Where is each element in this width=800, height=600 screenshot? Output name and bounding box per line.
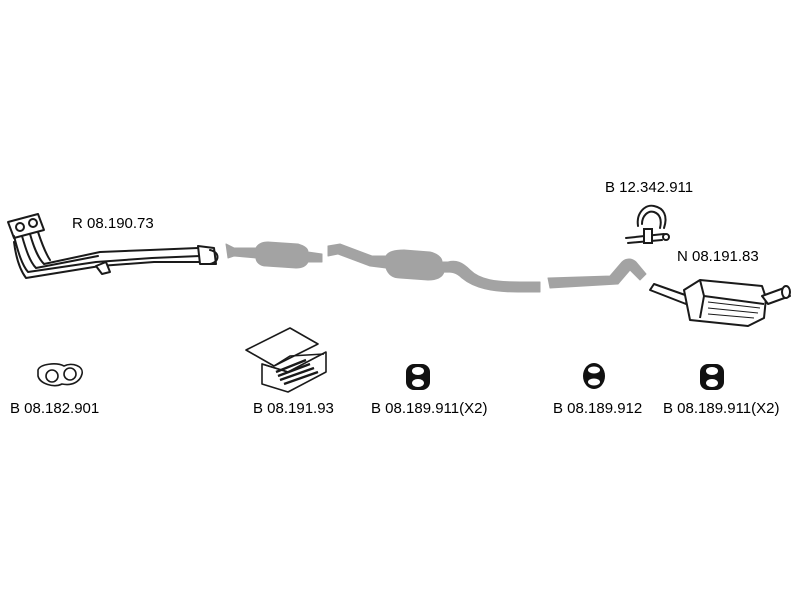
rubber-hanger-icon [406,364,430,390]
accessory-label-hanger-2: B 08.189.911(X2) [663,400,779,417]
mounting-kit-box-icon [245,327,327,393]
exhaust-manifold-downpipe-icon [7,213,219,279]
rubber-ring-icon [583,363,605,389]
gasket-icon [37,363,83,387]
front-pipe-label: R 08.190.73 [72,215,154,232]
rubber-hanger-icon [700,364,724,390]
accessory-label-gasket: B 08.182.901 [10,400,99,417]
intermediate-pipe-icon [547,258,647,289]
rear-silencer-label: N 08.191.83 [677,248,759,265]
exhaust-clamp-icon [625,204,670,244]
clamp-label: B 12.342.911 [605,179,693,196]
accessory-label-mounting-kit: B 08.191.93 [253,400,334,417]
accessory-label-ring: B 08.189.912 [553,400,642,417]
middle-silencer-icon [327,243,541,293]
catalytic-converter-icon [225,241,323,269]
accessory-label-hanger-1: B 08.189.911(X2) [371,400,487,417]
rear-silencer-icon [649,279,791,327]
